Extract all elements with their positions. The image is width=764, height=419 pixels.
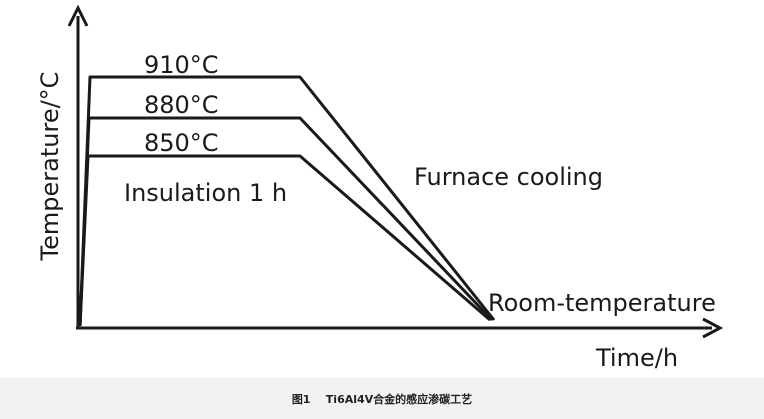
curve-850 [78,154,491,327]
hold-label-850: 850°C [144,129,219,157]
hold-note: Insulation 1 h [124,179,287,207]
hold-label-910: 910°C [144,51,219,79]
hold-label-880: 880°C [144,91,219,119]
figure-caption: 图1 Ti6Al4V合金的感应渗碳工艺 [292,391,472,407]
process-diagram: Temperature/°C Time/h 910°C 880°C 850°C … [36,4,724,372]
y-axis-arrow [67,4,89,27]
caption-bar: 图1 Ti6Al4V合金的感应渗碳工艺 [0,378,764,419]
figure-title: Ti6Al4V合金的感应渗碳工艺 [325,392,473,406]
x-axis-label: Time/h [595,344,678,372]
end-note: Room-temperature [488,289,716,317]
cooling-note: Furnace cooling [414,163,603,191]
y-axis-label: Temperature/°C [36,72,64,262]
x-axis-arrow [702,317,724,339]
figure-number: 图1 [291,392,311,406]
process-diagram-svg: Temperature/°C Time/h 910°C 880°C 850°C … [36,4,724,372]
curve-880 [78,116,494,327]
